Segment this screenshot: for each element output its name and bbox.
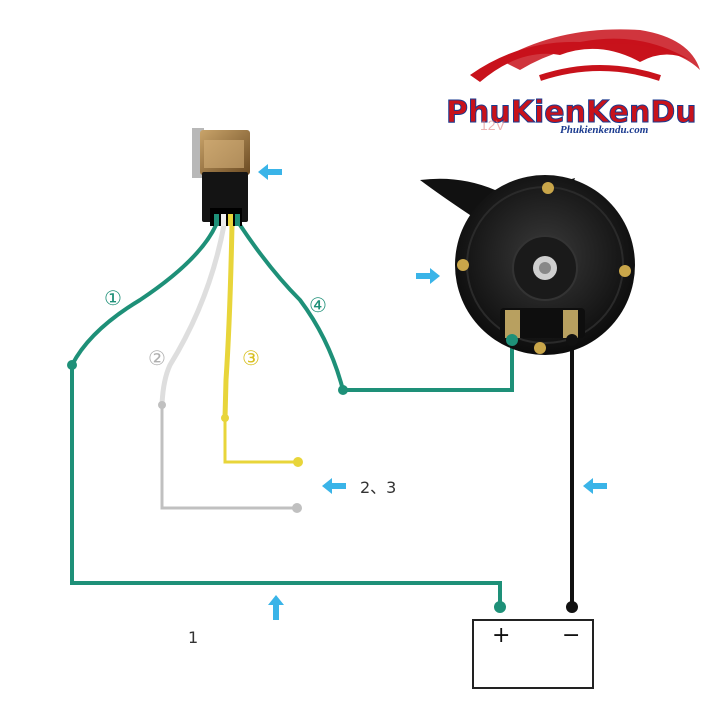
wire-2-label: ②: [148, 346, 166, 370]
battery-icon: + −: [472, 619, 594, 689]
wire-4-label: ④: [309, 293, 327, 317]
brand-logo: PhuKienKenDu Phukienkendu.com 12V: [446, 29, 700, 136]
arrow-left-icon: [322, 478, 346, 494]
wire-2: [160, 405, 297, 510]
wire-1: [70, 224, 502, 607]
voltage-watermark: 12V: [480, 117, 506, 133]
relay-icon: [192, 128, 250, 226]
wire-3-label: ③: [242, 346, 260, 370]
wire-1-joint: [67, 360, 77, 370]
wire-4-joint: [338, 385, 348, 395]
wire-2-body: [159, 224, 227, 406]
brand-name: PhuKienKenDu: [446, 95, 697, 130]
wire-1-label: ①: [104, 286, 122, 310]
wire-3-body: [222, 224, 235, 419]
brand-url: Phukienkendu.com: [560, 124, 649, 136]
pin-1-label: 1: [188, 628, 198, 647]
wire-3-end: [293, 457, 303, 467]
wire-2-end: [292, 503, 302, 513]
arrow-right-icon: [416, 268, 440, 284]
pins-23-label: 2、3: [360, 478, 396, 497]
wire-4: [238, 223, 514, 392]
arrow-up-icon: [268, 595, 284, 620]
wire-3: [223, 418, 298, 464]
arrow-left-icon: [583, 478, 607, 494]
horn-icon: [420, 175, 635, 355]
arrow-left-icon: [258, 164, 282, 180]
battery-minus: −: [562, 623, 580, 648]
battery-plus: +: [492, 623, 510, 648]
